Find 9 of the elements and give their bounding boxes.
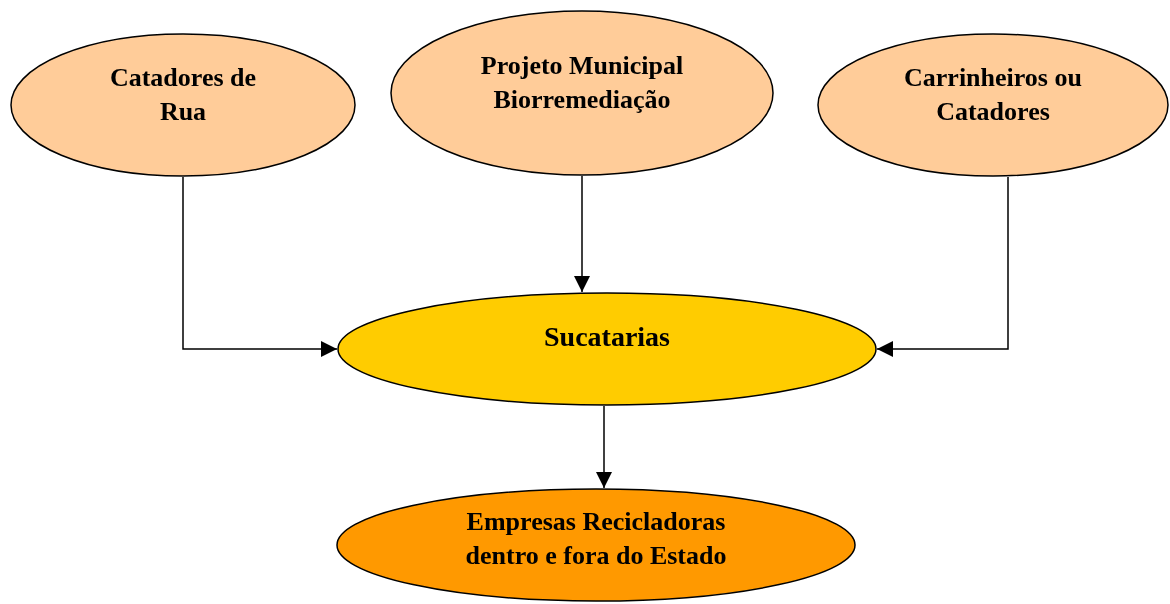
node-label: Projeto Municipal Biorremediação (479, 50, 685, 116)
arrow (596, 405, 612, 489)
node-label: Empresas Recicladoras dentro e fora do Estado (464, 506, 728, 572)
node-label: Carrinheiros ou Catadores (903, 62, 1083, 128)
arrow (574, 175, 590, 293)
node-label: Sucatarias (544, 319, 670, 354)
arrow (876, 176, 1009, 357)
node-label: Catadores de Rua (108, 62, 258, 128)
arrow (182, 176, 338, 357)
